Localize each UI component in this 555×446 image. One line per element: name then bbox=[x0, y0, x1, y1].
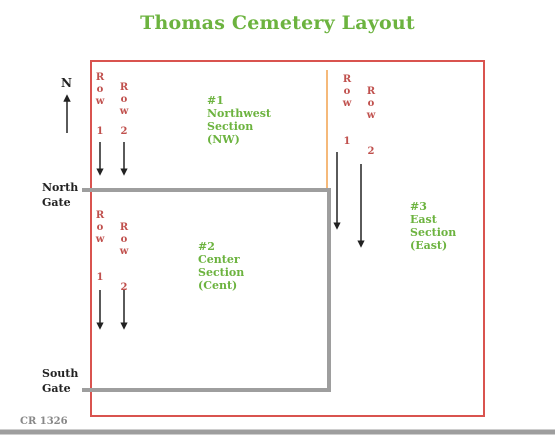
row-num-center-2: 2 bbox=[120, 282, 128, 293]
center-section-boundary bbox=[82, 188, 331, 392]
south-gate-label: South Gate bbox=[42, 366, 90, 396]
row-num-east-2: 2 bbox=[367, 146, 375, 157]
section-center-number: #2 bbox=[198, 240, 215, 253]
north-gate-text: North Gate bbox=[42, 181, 79, 209]
section-east-abbr: (East) bbox=[410, 239, 448, 252]
cemetery-outer-boundary bbox=[90, 60, 485, 417]
section-nw-abbr: (NW) bbox=[207, 133, 240, 146]
section-east-number: #3 bbox=[410, 200, 427, 213]
section-center-label: #2 Center Section (Cent) bbox=[198, 240, 278, 292]
section-east-word: Section bbox=[410, 226, 457, 239]
row-num-nw-1: 1 bbox=[96, 126, 104, 137]
section-nw-name: Northwest bbox=[207, 107, 272, 120]
row-num-east-1: 1 bbox=[343, 136, 351, 147]
section-east-label: #3 East Section (East) bbox=[410, 200, 490, 252]
row-num-center-1: 1 bbox=[96, 272, 104, 283]
section-nw-word: Section bbox=[207, 120, 254, 133]
section-east-name: East bbox=[410, 213, 437, 226]
road-label: CR 1326 bbox=[20, 416, 68, 427]
section-center-word: Section bbox=[198, 266, 245, 279]
section-center-abbr: (Cent) bbox=[198, 279, 238, 292]
south-gate-text: South Gate bbox=[42, 367, 79, 395]
section-center-name: Center bbox=[198, 253, 240, 266]
page-title: Thomas Cemetery Layout bbox=[140, 12, 415, 34]
north-marker: N bbox=[61, 76, 72, 90]
section-nw-label: #1 Northwest Section (NW) bbox=[207, 94, 287, 146]
section-nw-number: #1 bbox=[207, 94, 224, 107]
row-num-nw-2: 2 bbox=[120, 126, 128, 137]
north-gate-label: North Gate bbox=[42, 180, 90, 210]
